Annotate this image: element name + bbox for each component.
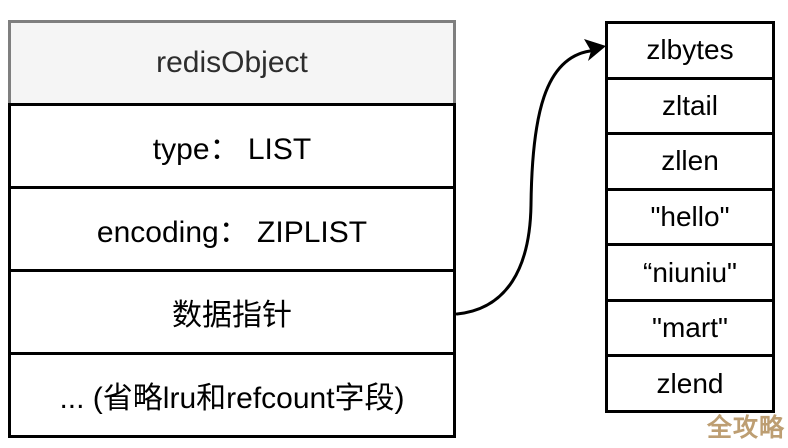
ziplist-row-zlend: zlend <box>656 367 724 399</box>
watermark: 全攻略 <box>706 414 785 442</box>
ziplist-row-mart: "mart" <box>608 302 772 358</box>
ziplist-table: zlbytes zltail zllen "hello" “niuniu" "m… <box>605 21 775 413</box>
redis-object-row-type: type： LIST <box>8 103 456 189</box>
redis-object-row-omitted-fields: ... (省略lru和refcount字段) <box>8 352 456 438</box>
ziplist-row-niuniu: “niuniu" <box>608 246 772 302</box>
ziplist-row-hello: "hello" <box>608 191 772 247</box>
redis-object-row-encoding: encoding： ZIPLIST <box>8 186 456 272</box>
arrow-head-icon <box>584 39 606 61</box>
ziplist-row-zltail: zltail <box>608 80 772 136</box>
redis-object-row-data-pointer: 数据指针 <box>8 269 456 355</box>
redis-object-header: redisObject <box>8 20 456 106</box>
ziplist-row-zllen: zllen <box>608 135 772 191</box>
redis-object-table: redisObject type： LIST encoding： ZIPLIST… <box>8 20 456 438</box>
arrow-curve <box>455 49 592 316</box>
ziplist-row-zlbytes: zlbytes <box>608 24 772 80</box>
